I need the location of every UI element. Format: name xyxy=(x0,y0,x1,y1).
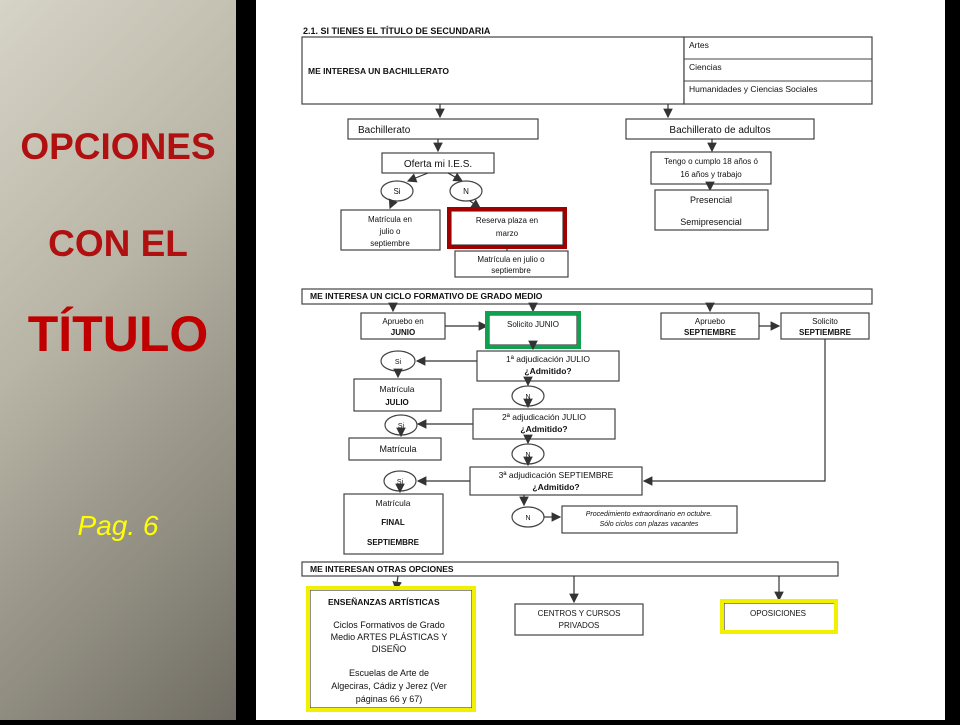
yes-label: Si xyxy=(393,187,400,196)
title-line-1: OPCIONES xyxy=(20,126,216,167)
reserva-line2: marzo xyxy=(496,229,519,238)
adj1-line2: ¿Admitido? xyxy=(524,366,571,376)
adjudicacion1-box xyxy=(476,350,620,382)
matricula-si-box xyxy=(340,209,441,251)
modality-ciencias: Ciencias xyxy=(689,62,722,72)
otras-interest-label: ME INTERESAN OTRAS OPCIONES xyxy=(310,564,454,574)
ciclo-interest-label: ME INTERESA UN CICLO FORMATIVO DE GRADO … xyxy=(310,291,543,301)
adultos-req-line1: Tengo o cumplo 18 años ó xyxy=(664,157,758,166)
modalities-box xyxy=(683,36,873,105)
apruebo-sept-line2: SEPTIEMBRE xyxy=(684,328,737,337)
adj1-line1: 1ª adjudicación JULIO xyxy=(506,354,590,364)
no-label: N xyxy=(463,187,469,196)
right-border xyxy=(945,0,960,720)
artisticas-line3: DISEÑO xyxy=(372,644,407,654)
bachillerato-box xyxy=(347,118,539,140)
adultos-label: Bachillerato de adultos xyxy=(669,125,770,136)
mat-julio-line1: Matrícula xyxy=(380,384,415,394)
bachillerato-interest-box xyxy=(301,36,685,105)
modality-humanidades: Humanidades y Ciencias Sociales xyxy=(689,84,818,94)
arrow xyxy=(447,172,464,182)
title-line-3: TÍTULO xyxy=(27,306,209,362)
page-reference: Pag. 6 xyxy=(77,510,159,541)
solicito-sept-box xyxy=(780,312,870,340)
section1-heading: 2.1. SI TIENES EL TÍTULO DE SECUNDARIA xyxy=(303,26,491,36)
yes-label: Si xyxy=(398,423,405,430)
apruebo-sept-box xyxy=(660,312,760,340)
solicito-junio-label: Solicito JUNIO xyxy=(507,320,559,329)
apruebo-junio-line2: JUNIO xyxy=(391,328,415,337)
arrow xyxy=(642,339,826,486)
mat-final-line3: SEPTIEMBRE xyxy=(367,538,420,547)
apruebo-junio-line1: Apruebo en xyxy=(382,317,423,326)
no-label: N xyxy=(525,452,530,459)
title-panel: OPCIONES CON EL TÍTULO Pag. 6 xyxy=(0,0,236,720)
matricula-julio-box xyxy=(353,378,442,412)
bachillerato-interest-label: ME INTERESA UN BACHILLERATO xyxy=(308,66,449,76)
artisticas-line4: Escuelas de Arte de xyxy=(349,668,429,678)
adj2-line2: ¿Admitido? xyxy=(520,424,567,434)
matricula-no-line1: Matrícula en julio o xyxy=(477,255,545,264)
ciclo-interest-box xyxy=(301,288,873,305)
matricula-si-line2: julio o xyxy=(379,227,401,236)
mat-final-line2: FINAL xyxy=(381,518,405,527)
no-label: N xyxy=(525,394,530,401)
adultos-box xyxy=(625,118,815,140)
apruebo-sept-line1: Apruebo xyxy=(695,317,726,326)
adj2-line1: 2ª adjudicación JULIO xyxy=(502,412,586,422)
adjudicacion2-box xyxy=(472,408,616,440)
adultos-req-line2: 16 años y trabajo xyxy=(680,170,742,179)
title-line-2: CON EL xyxy=(48,223,188,264)
artisticas-title: ENSEÑANZAS ARTÍSTICAS xyxy=(328,597,440,607)
yellow-highlight xyxy=(306,586,476,712)
procedimiento-line1: Procedimiento extraordinario en octubre. xyxy=(586,511,713,518)
flowchart-document: 2.1. SI TIENES EL TÍTULO DE SECUNDARIA M… xyxy=(256,0,945,720)
adultos-modality-box xyxy=(654,189,769,231)
matricula-si-line3: septiembre xyxy=(370,239,410,248)
solicito-sept-line1: Solicito xyxy=(812,317,838,326)
matricula-si-line1: Matrícula en xyxy=(368,215,412,224)
modality-artes: Artes xyxy=(689,40,709,50)
otras-interest-box xyxy=(301,561,839,577)
arrow xyxy=(406,172,429,183)
procedimiento-line2: Sólo ciclos con plazas vacantes xyxy=(600,521,699,528)
flowchart: 2.1. SI TIENES EL TÍTULO DE SECUNDARIA M… xyxy=(301,26,873,712)
divider xyxy=(236,0,256,720)
yes-label: Si xyxy=(397,479,404,486)
matricula-no-box xyxy=(454,250,569,278)
yes-label: Si xyxy=(395,359,402,366)
matricula-box xyxy=(348,437,442,461)
matricula-final-box xyxy=(343,493,444,555)
artisticas-line2: Medio ARTES PLÁSTICAS Y xyxy=(331,632,448,642)
artisticas-box xyxy=(309,589,473,709)
reserva-box xyxy=(450,210,564,246)
oferta-box xyxy=(381,152,495,174)
arrow xyxy=(388,198,398,210)
oposiciones-label: OPOSICIONES xyxy=(750,609,806,618)
reserva-line1: Reserva plaza en xyxy=(476,216,538,225)
matricula-no-line2: septiembre xyxy=(491,266,531,275)
adj3-line1: 3ª adjudicación SEPTIEMBRE xyxy=(499,470,614,480)
mat-final-line1: Matrícula xyxy=(376,498,411,508)
mat-label: Matrícula xyxy=(379,444,416,454)
artisticas-line5: Algeciras, Cádiz y Jerez (Ver xyxy=(331,681,447,691)
artisticas-line1: Ciclos Formativos de Grado xyxy=(333,620,445,630)
semipresencial-label: Semipresencial xyxy=(680,217,742,227)
presencial-label: Presencial xyxy=(690,195,732,205)
centros-box xyxy=(514,603,644,636)
procedimiento-box xyxy=(561,505,738,534)
artisticas-line6: páginas 66 y 67) xyxy=(356,694,423,704)
centros-line2: PRIVADOS xyxy=(559,621,600,630)
adj3-line2: ¿Admitido? xyxy=(532,482,579,492)
no-label: N xyxy=(525,515,530,522)
apruebo-junio-box xyxy=(360,312,446,340)
bachillerato-label: Bachillerato xyxy=(358,125,411,136)
centros-line1: CENTROS Y CURSOS xyxy=(538,609,621,618)
solicito-sept-line2: SEPTIEMBRE xyxy=(799,328,852,337)
arrow xyxy=(469,199,481,209)
no-node xyxy=(449,180,483,202)
mat-julio-line2: JULIO xyxy=(385,398,409,407)
oferta-label: Oferta mi I.E.S. xyxy=(404,159,472,170)
yellow-highlight xyxy=(720,599,838,634)
